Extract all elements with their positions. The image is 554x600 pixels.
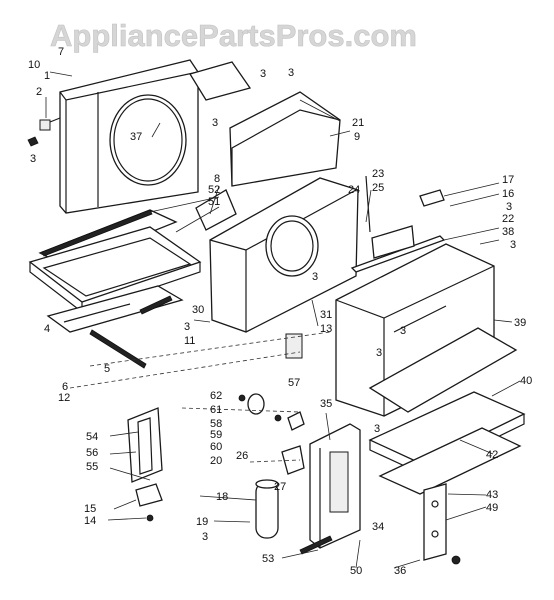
callout-55: 55	[86, 461, 98, 473]
callout-3-i: 3	[400, 325, 406, 337]
part-rails	[350, 175, 446, 273]
callout-42: 42	[486, 449, 498, 461]
part-outer-cabinet	[335, 243, 518, 417]
callout-13: 13	[320, 323, 332, 335]
callout-27: 27	[274, 481, 286, 493]
callout-3-f: 3	[510, 239, 516, 251]
part-top-panel	[188, 61, 341, 187]
assembly-lines	[69, 331, 331, 463]
callout-34: 34	[372, 521, 384, 533]
part-drain-pan	[28, 209, 202, 333]
callout-3-j: 3	[376, 347, 382, 359]
callout-58: 58	[210, 418, 222, 430]
part-control-panel	[281, 423, 361, 549]
callout-38: 38	[502, 226, 514, 238]
callout-18: 18	[216, 491, 228, 503]
callout-22: 22	[502, 213, 514, 225]
callout-31: 31	[320, 309, 332, 321]
callout-1: 1	[44, 70, 50, 82]
part-capacitor	[135, 479, 279, 539]
part-base-tray	[368, 391, 526, 495]
callout-24: 24	[348, 184, 360, 196]
callout-9: 9	[354, 131, 360, 143]
callout-36: 36	[394, 565, 406, 577]
callout-2: 2	[36, 86, 42, 98]
callout-21: 21	[352, 117, 364, 129]
callout-12: 12	[58, 392, 70, 404]
callout-3-b: 3	[260, 68, 266, 80]
callout-4: 4	[44, 323, 50, 335]
callout-3-a: 3	[30, 153, 36, 165]
callout-20: 20	[210, 455, 222, 467]
callout-37: 37	[130, 131, 142, 143]
callout-51: 51	[208, 196, 220, 208]
callout-14: 14	[84, 515, 96, 527]
callout-56: 56	[86, 447, 98, 459]
part-cover-plate	[423, 483, 447, 561]
small-parts	[89, 189, 461, 565]
callout-50: 50	[350, 565, 362, 577]
part-blower-housing	[195, 177, 359, 359]
callout-3-d: 3	[212, 117, 218, 129]
callout-19: 19	[196, 516, 208, 528]
callout-3-g: 3	[312, 271, 318, 283]
callout-53: 53	[262, 553, 274, 565]
callout-25: 25	[372, 182, 384, 194]
callout-6: 6	[62, 381, 68, 393]
callout-3-k: 3	[374, 423, 380, 435]
callout-3-c: 3	[288, 67, 294, 79]
callout-5: 5	[104, 363, 110, 375]
callout-49: 49	[486, 502, 498, 514]
callout-40: 40	[520, 375, 532, 387]
callout-43: 43	[486, 489, 498, 501]
callout-54: 54	[86, 431, 98, 443]
callout-23: 23	[372, 168, 384, 180]
callout-15: 15	[84, 503, 96, 515]
leader-lines	[45, 71, 521, 569]
callout-61: 61	[210, 404, 222, 416]
watermark-text: AppliancePartsPros.com	[50, 18, 417, 53]
callout-52: 52	[208, 184, 220, 196]
callout-11: 11	[184, 335, 195, 347]
callout-59: 59	[210, 429, 222, 441]
callout-labels: 1 2 10 7 3 37 8 52 51 3 3 3 21 9 23 24 2…	[28, 46, 532, 577]
callout-39: 39	[514, 317, 526, 329]
callout-10: 10	[28, 59, 40, 71]
callout-17: 17	[502, 174, 514, 186]
callout-35: 35	[320, 398, 332, 410]
part-control-grille	[127, 407, 163, 483]
callout-62: 62	[210, 390, 222, 402]
callout-57: 57	[288, 377, 300, 389]
callout-16: 16	[502, 188, 514, 200]
callout-30: 30	[192, 304, 204, 316]
callout-26: 26	[236, 450, 248, 462]
callout-7: 7	[58, 46, 64, 58]
part-front-housing	[27, 59, 199, 214]
callout-3-l: 3	[202, 531, 208, 543]
callout-3-h: 3	[184, 321, 190, 333]
callout-60: 60	[210, 441, 222, 453]
callout-3-e: 3	[506, 201, 512, 213]
callout-8: 8	[214, 173, 220, 185]
